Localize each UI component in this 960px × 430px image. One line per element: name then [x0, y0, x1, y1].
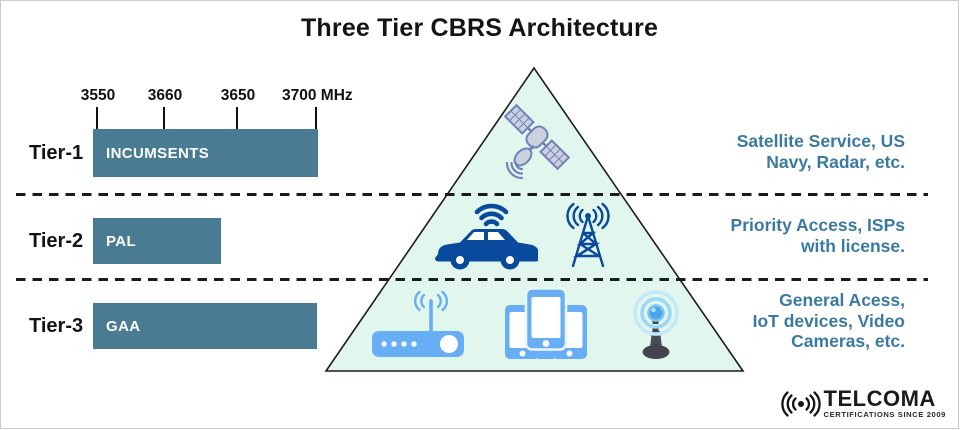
freq-tick [315, 107, 317, 129]
wifi-router-icon [372, 290, 464, 357]
pal-bar: PAL [93, 218, 221, 264]
freq-tick [96, 107, 98, 129]
mobile-devices-icon [505, 287, 587, 359]
radio-antenna-icon [633, 290, 679, 359]
tier-3-description: General Acess, IoT devices, Video Camera… [752, 290, 905, 351]
gaa-bar: GAA [93, 303, 317, 349]
tier-divider-2 [16, 278, 928, 282]
freq-label-3650: 3650 [220, 87, 256, 104]
tier-1-description: Satellite Service, US Navy, Radar, etc. [736, 131, 905, 172]
tier-1-label: Tier-1 [29, 141, 84, 164]
tier-2-label: Tier-2 [29, 229, 84, 252]
freq-tick [163, 107, 165, 129]
tier-3-label: Tier-3 [29, 314, 84, 337]
connected-car-icon [435, 203, 538, 270]
freq-label-3700mhz: 3700 MHz [282, 87, 353, 104]
satellite-icon [503, 104, 571, 180]
logo-tagline: CERTIFICATIONS SINCE 2009 [823, 410, 946, 419]
freq-label-3660: 3660 [147, 87, 183, 104]
freq-label-3550: 3550 [80, 87, 116, 104]
telcoma-logo: TELCOMA CERTIFICATIONS SINCE 2009 [780, 386, 946, 422]
page-title: Three Tier CBRS Architecture [300, 14, 659, 42]
cell-tower-icon [566, 202, 610, 268]
logo-brand-name: TELCOMA [823, 386, 936, 411]
tier-2-description: Priority Access, ISPs with license. [730, 215, 905, 256]
pyramid-shape [324, 66, 745, 372]
incumbents-bar: INCUMSENTS [93, 129, 318, 177]
freq-tick [236, 107, 238, 129]
tier-divider-1 [16, 193, 928, 197]
signal-waves-icon [780, 391, 821, 417]
